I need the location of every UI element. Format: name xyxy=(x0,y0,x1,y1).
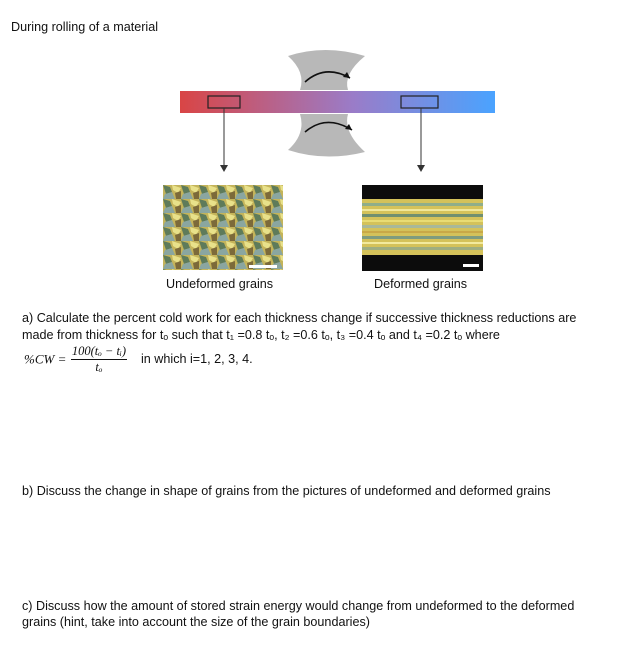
formula-denominator: tₒ xyxy=(95,360,103,374)
question-a-line2: made from thickness for tₒ such that t₁ … xyxy=(22,328,500,342)
undeformed-caption: Undeformed grains xyxy=(166,277,274,291)
undeformed-grains-image xyxy=(163,185,283,270)
question-c-line1: c) Discuss how the amount of stored stra… xyxy=(22,599,575,613)
question-b: b) Discuss the change in shape of grains… xyxy=(22,484,551,498)
deformed-caption: Deformed grains xyxy=(374,277,468,291)
formula-fraction: 100(tₒ − tᵢ) tₒ xyxy=(70,344,128,375)
material-bar xyxy=(180,91,495,113)
question-a-line1: a) Calculate the percent cold work for e… xyxy=(22,311,577,325)
bottom-roller xyxy=(288,114,365,157)
deformed-grains-image xyxy=(362,185,483,271)
question-c-line2: grains (hint, take into account the size… xyxy=(22,615,370,629)
rolling-diagram xyxy=(160,40,520,190)
cold-work-formula: %CW = 100(tₒ − tᵢ) tₒ xyxy=(24,344,128,375)
formula-note: in which i=1, 2, 3, 4. xyxy=(141,352,253,366)
deformed-sample-box xyxy=(400,95,439,109)
formula-lhs: %CW = xyxy=(24,351,67,367)
top-roller xyxy=(288,50,365,90)
formula-numerator: 100(tₒ − tᵢ) xyxy=(70,344,128,360)
heading: During rolling of a material xyxy=(11,20,158,34)
